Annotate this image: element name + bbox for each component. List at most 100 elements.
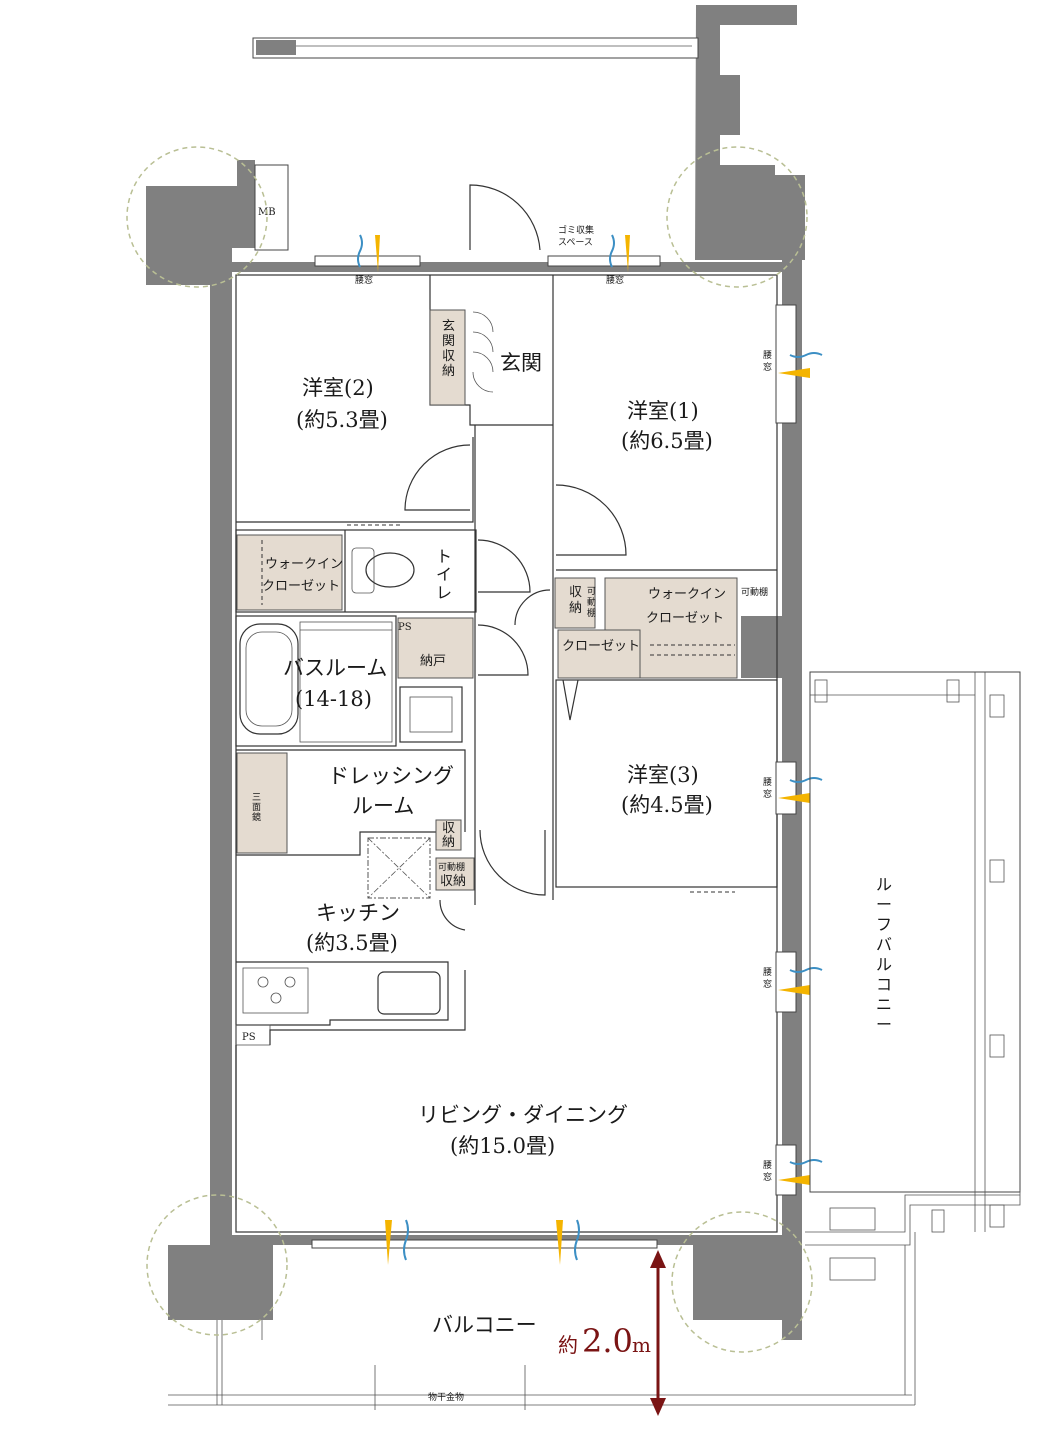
doors xyxy=(404,184,627,931)
pillar-top-right xyxy=(695,5,805,260)
balcony-label: バルコニー xyxy=(432,1313,537,1337)
mb-area: MB xyxy=(254,164,289,251)
wall-block-right xyxy=(741,616,783,678)
door-western1 xyxy=(555,484,627,556)
shu-2: 納 xyxy=(442,835,455,850)
wic-right-1: ウォークイン xyxy=(648,587,726,602)
entrance-storage-1: 玄 xyxy=(442,319,455,334)
waist-window-6b: 窓 xyxy=(763,1171,772,1183)
door-kitchen-storage xyxy=(439,899,466,931)
door-western2 xyxy=(404,444,471,511)
roof-balcony-4: バ xyxy=(876,935,892,954)
toilet-3: レ xyxy=(436,583,452,602)
roof-balcony-5: ル xyxy=(876,955,892,974)
toilet-bowl xyxy=(365,552,415,588)
living-name: リビング・ダイニング xyxy=(418,1103,628,1127)
movable-shelf-storage xyxy=(435,857,475,891)
small-storage-1: 収 xyxy=(569,585,582,600)
closet-label: クローゼット xyxy=(562,639,640,654)
small-shelf-1: 可 xyxy=(587,586,596,597)
wic-right-2: クローゼット xyxy=(646,611,724,626)
waist-window-3b: 窓 xyxy=(763,361,772,373)
entrance-storage-4: 納 xyxy=(442,364,455,379)
small-shelf-2: 動 xyxy=(587,597,596,608)
waist-window-3a: 腰 xyxy=(763,350,772,361)
dimension-prefix: 約 xyxy=(558,1333,578,1357)
pillar-bottom-right xyxy=(693,1245,785,1320)
kitchen-size: (約3.5畳) xyxy=(306,931,398,955)
western3-name: 洋室(3) xyxy=(627,763,699,787)
labels: 洋室(2) (約5.3畳) 洋室(1) (約6.5畳) 玄関 玄 関 収 納 ト… xyxy=(242,224,892,1403)
shu-storage xyxy=(435,819,462,851)
dashed-lines xyxy=(261,524,735,893)
door-hall xyxy=(514,589,551,626)
pantry-box xyxy=(367,837,431,899)
wall-left xyxy=(210,255,232,1245)
western2-name: 洋室(2) xyxy=(302,376,374,400)
dressing-1: ドレッシング xyxy=(328,764,454,788)
western1-size: (約6.5畳) xyxy=(621,429,713,453)
waist-window-1: 腰窓 xyxy=(355,274,373,286)
wall-top xyxy=(232,262,787,272)
clothes-hanger-label: 物干金物 xyxy=(428,1391,464,1403)
bathroom-name: バスルーム xyxy=(283,656,387,680)
stove xyxy=(242,967,309,1014)
balcony xyxy=(168,1232,916,1410)
waist-window-4b: 窓 xyxy=(763,788,772,800)
dimension-value: 2.0 xyxy=(582,1322,633,1360)
movable-shelf-right: 可動棚 xyxy=(741,586,768,598)
western2-size: (約5.3畳) xyxy=(296,408,388,432)
entrance-label: 玄関 xyxy=(500,351,542,375)
toilet-tank xyxy=(351,547,375,594)
small-storage-2: 納 xyxy=(569,601,582,616)
shu-1: 収 xyxy=(442,821,455,836)
fixtures xyxy=(239,547,463,1015)
roof-balcony-6: コ xyxy=(876,975,892,994)
small-storage xyxy=(554,577,596,629)
pillar-top-left xyxy=(146,160,255,285)
roof-balcony-8: ー xyxy=(876,1015,892,1034)
toilet-1: ト xyxy=(436,547,452,566)
entrance-storage-3: 収 xyxy=(442,349,455,364)
storage-areas xyxy=(236,309,738,891)
top-canopy xyxy=(252,37,699,59)
roof-balcony-3: フ xyxy=(876,915,892,934)
entrance-storage-2: 関 xyxy=(442,334,455,349)
western3-size: (約4.5畳) xyxy=(621,793,713,817)
windows xyxy=(311,234,823,1265)
garbage-2: スペース xyxy=(558,238,593,248)
wall-right-bottom xyxy=(785,1245,802,1340)
interior-walls xyxy=(235,274,778,1233)
waist-window-6a: 腰 xyxy=(763,1160,772,1171)
pillar-bottom-left xyxy=(168,1245,273,1320)
door-closet xyxy=(562,679,579,721)
roof-balcony-2: ー xyxy=(876,895,892,914)
nando-label: 納戸 xyxy=(420,654,446,669)
wic-left-1: ウォークイン xyxy=(265,557,343,572)
nando-storage xyxy=(397,617,474,679)
three-mirror-3: 鏡 xyxy=(252,811,261,823)
waist-window-4a: 腰 xyxy=(763,777,772,788)
ps-label-2: PS xyxy=(242,1032,256,1043)
dimension-unit: m xyxy=(632,1333,651,1357)
entrance-storage xyxy=(429,309,466,406)
dimension-arrow xyxy=(650,1250,666,1416)
roof-balcony-7: ニ xyxy=(876,995,892,1014)
front-door xyxy=(469,184,541,251)
roof-balcony-1: ル xyxy=(876,875,892,894)
closet-area xyxy=(557,629,641,679)
ps-label-1: PS xyxy=(398,622,412,633)
living-size: (約15.0畳) xyxy=(450,1134,555,1158)
roof-balcony xyxy=(805,671,1021,1281)
door-nando xyxy=(477,624,529,676)
kitchen-name: キッチン xyxy=(316,901,400,925)
wic-left xyxy=(236,534,343,611)
three-mirror-2: 面 xyxy=(252,802,261,813)
dressing-2: ルーム xyxy=(352,794,414,818)
waist-window-5b: 窓 xyxy=(763,978,772,990)
kitchen-storage-1: 可動棚 xyxy=(438,861,465,873)
wic-left-2: クローゼット xyxy=(262,579,340,594)
pillar-circles xyxy=(126,146,813,1353)
garbage-1: ゴミ収集 xyxy=(558,224,594,236)
